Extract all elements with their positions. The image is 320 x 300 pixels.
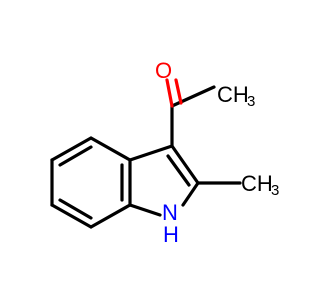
bond-c2-n1 xyxy=(181,181,200,207)
bond-carbonyl-oxygen-double xyxy=(174,78,183,105)
atom-labels: O CH 3 CH 3 N H xyxy=(155,58,279,247)
bond-c7-c7a xyxy=(89,203,132,229)
bond-c4-c5-inner xyxy=(58,145,93,167)
bond-carbonyl-oxygen xyxy=(165,78,174,108)
bond-c6-c7-inner xyxy=(58,198,93,220)
nitrogen-label: N xyxy=(162,200,178,225)
acetyl-methyl-label: CH xyxy=(217,82,249,107)
bond-c3-c2-inner xyxy=(166,154,191,187)
bond-carbonyl-methyl xyxy=(170,85,216,108)
nitrogen-hydrogen-label: H xyxy=(163,222,179,247)
ring-methyl-label: CH xyxy=(241,171,273,196)
bond-c3a-c3 xyxy=(128,144,174,162)
bond-c6-c7 xyxy=(50,203,93,229)
acetyl-methyl-subscript: 3 xyxy=(247,93,255,110)
bond-c3-c2 xyxy=(170,144,200,185)
ring-methyl-subscript: 3 xyxy=(271,182,279,199)
bond-c3a-c4 xyxy=(89,136,132,162)
molecule-structure: O CH 3 CH 3 N H xyxy=(50,58,279,247)
bond-n1-c7a xyxy=(128,203,162,217)
oxygen-label: O xyxy=(155,58,172,83)
bond-c4-c5 xyxy=(50,136,93,162)
bonds xyxy=(50,78,242,229)
